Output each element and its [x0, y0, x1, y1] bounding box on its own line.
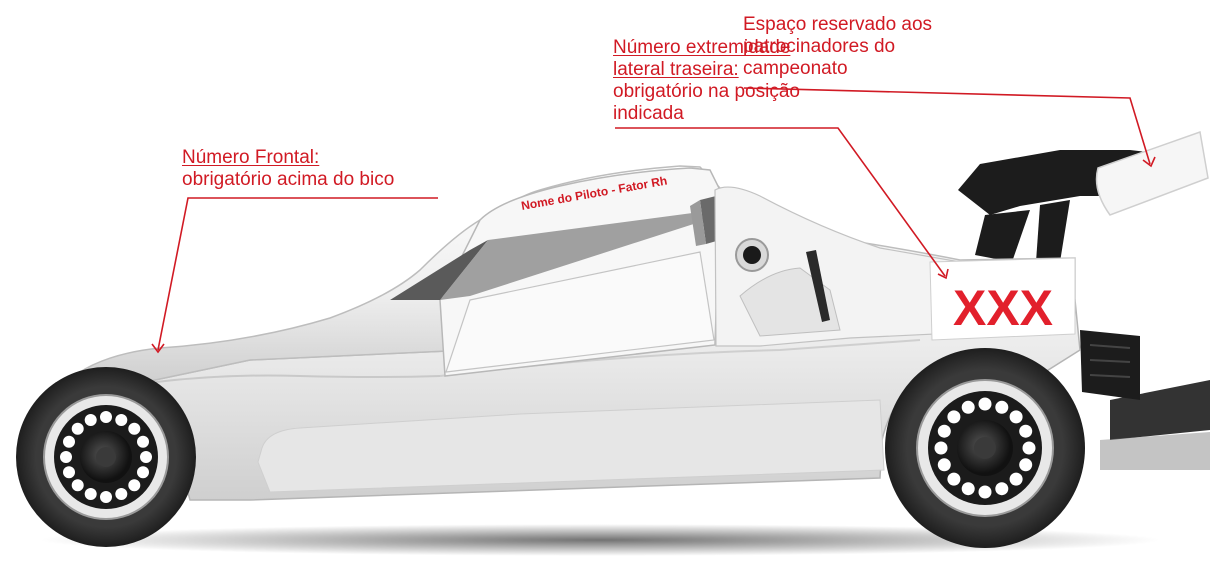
front-wheel-holes [60, 411, 152, 503]
rim-hole [71, 422, 84, 435]
rim-hole [60, 451, 72, 463]
rim-hole [115, 488, 128, 500]
rim-hole [63, 466, 75, 479]
rim-hole [128, 422, 141, 435]
rim-hole [1019, 458, 1033, 472]
rim-hole [947, 472, 961, 486]
rim-hole [961, 482, 975, 496]
rear-arrowhead [937, 268, 949, 280]
rim-hole [137, 466, 149, 479]
front-callout-text: obrigatório acima do bico [182, 169, 395, 190]
rim-hole [937, 424, 951, 438]
rim-hole [937, 458, 951, 472]
leader-lines [151, 87, 1156, 354]
rim-hole [934, 441, 948, 455]
rim-hole [115, 414, 128, 426]
rim-hole [100, 411, 112, 423]
rim-hole [63, 435, 75, 448]
sponsor-arrowhead [1142, 156, 1156, 168]
rim-hole [961, 400, 975, 414]
rim-hole [100, 491, 112, 503]
rim-hole [978, 485, 992, 499]
rim-hole [84, 488, 97, 500]
rim-hole [995, 482, 1009, 496]
rim-hole [978, 397, 992, 411]
sponsors-callout-text-2: patrocinadores do [743, 36, 896, 57]
sponsor-leader [743, 87, 1151, 165]
car-body [17, 165, 1081, 501]
front-arrowhead [151, 343, 165, 354]
sponsors-callout-text-1: Espaço reservado aos [743, 14, 933, 35]
rear-callout-text-2: indicada [613, 103, 684, 124]
sponsors-callout: Espaço reservado aos patrocinadores do c… [743, 14, 932, 80]
rim-hole [84, 414, 97, 426]
rim-hole [1022, 441, 1036, 455]
front-leader [157, 197, 438, 351]
rim-hole [995, 400, 1009, 414]
front-wheel [16, 367, 196, 547]
rear-wheel-holes [934, 397, 1036, 499]
rim-hole [137, 435, 149, 448]
rear-wing [958, 130, 1209, 400]
rear-wheel [885, 348, 1085, 548]
rim-hole [1009, 410, 1023, 424]
rim-hole [140, 451, 152, 463]
rear-callout-text-1: obrigatório na posição [613, 81, 800, 102]
front-number-callout: Número Frontal: obrigatório acima do bic… [182, 147, 394, 191]
race-number: XXX [953, 280, 1053, 336]
front-callout-title: Número Frontal: [182, 147, 320, 168]
rim-hole [1019, 424, 1033, 438]
rim-hole [947, 410, 961, 424]
rim-hole [71, 479, 84, 492]
sponsors-callout-text-3: campeonato [743, 58, 848, 79]
rear-callout-title-2: lateral traseira: [613, 59, 739, 80]
rear-leader [615, 127, 946, 277]
rear-number-callout: Número extremidade lateral traseira: obr… [613, 37, 800, 125]
rear-callout-title-1: Número extremidade [613, 37, 791, 58]
rim-hole [1009, 472, 1023, 486]
rim-hole [128, 479, 141, 492]
